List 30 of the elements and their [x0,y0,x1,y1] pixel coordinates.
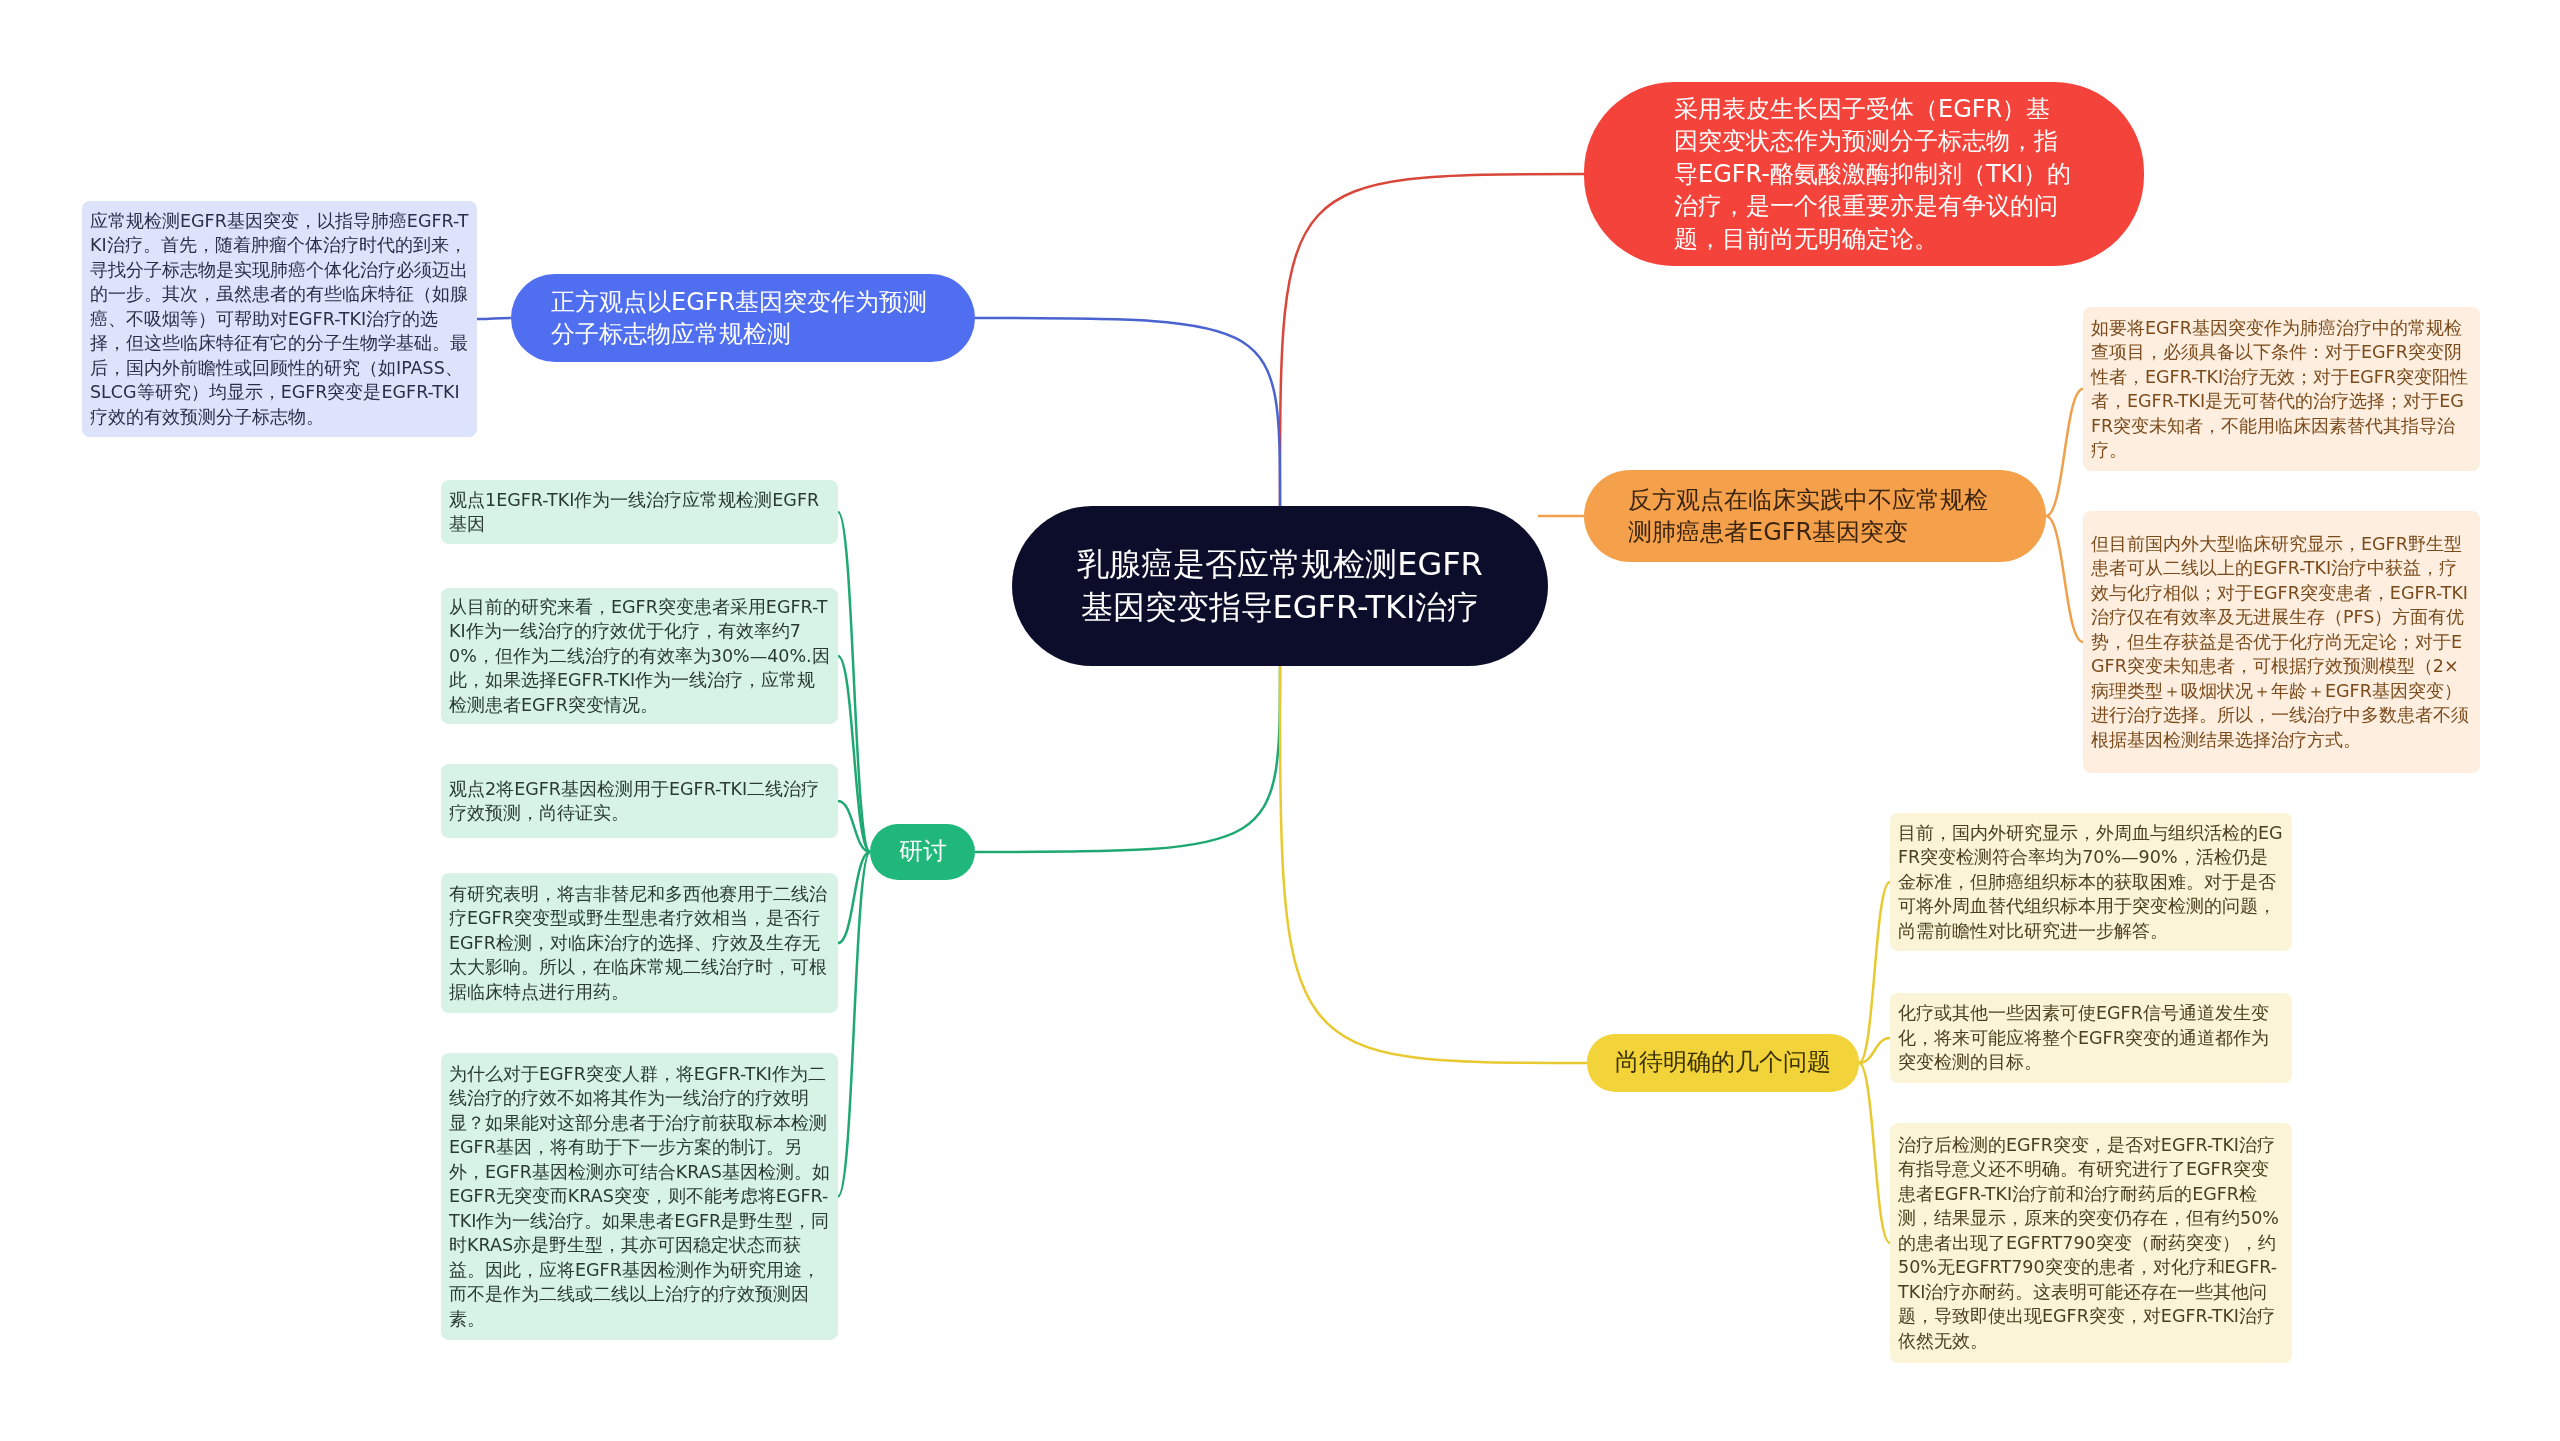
branch-pill: 反方观点在临床实践中不应常规检测肺癌患者EGFR基因突变 [1584,470,2046,562]
connector [1278,666,1587,1065]
note-card: 但目前国内外大型临床研究显示，EGFR野生型患者可从二线以上的EGFR-TKI治疗中获益，疗效与化疗相似；对于EGFR突变患者，EGFR-TKI治疗仅在有效率及无进展生存（PFS）方面有优势，但生存获益是否优于化疗尚无定论；对于EGFR突变未知患者，可根据疗效预测模型（2×病理类型＋吸烟状况＋年龄＋EGFR基因突变）进行治疗选择。所以，一线治疗中多数患者不须根据基因检测结果选择治疗方式。 [2083,511,2480,773]
connector [837,655,871,853]
connector [1858,1062,1891,1244]
branch-pill: 采用表皮生长因子受体（EGFR）基因突变状态作为预测分子标志物，指导EGFR-酪氨酸激酶抑制剂（TKI）的治疗，是一个很重要亦是有争议的问题，目前尚无明确定论。 [1584,82,2144,266]
connector [2045,514,2084,644]
note-card: 目前，国内外研究显示，外周血与组织活检的EGFR突变检测符合率均为70%—90%，活检仍是金标准，但肺癌组织标本的获取困难。对于是否可将外周血替代组织标本用于突变检测的问题，尚需前瞻性对比研究进一步解答。 [1890,813,2292,951]
branch-pill: 研讨 [870,824,975,880]
note-card: 观点2将EGFR基因检测用于EGFR-TKI二线治疗疗效预测，尚待证实。 [441,764,838,838]
topic-pill: 乳腺癌是否应常规检测EGFR基因突变指导EGFR-TKI治疗 [1012,506,1548,666]
connector [2045,387,2084,518]
note-card: 为什么对于EGFR突变人群，将EGFR-TKI作为二线治疗的疗效不如将其作为一线治疗的疗效明显？如果能对这部分患者于治疗前获取标本检测EGFR基因，将有助于下一步方案的制订。另外，EGFR基因检测亦可结合KRAS基因检测。如EGFR无突变而KRAS突变，则不能考虑将EGFR-TKI作为一线治疗。如果患者EGFR是野生型，同时KRAS亦是野生型，其亦可因稳定状态而获益。因此，应将EGFR基因检测作为研究用途，而不是作为二线或二线以上治疗的疗效预测因素。 [441,1053,838,1340]
note-card: 治疗后检测的EGFR突变，是否对EGFR-TKI治疗有指导意义还不明确。有研究进行了EGFR突变患者EGFR-TKI治疗前和治疗耐药后的EGFR检测，结果显示，原来的突变仍存在，但有约50%的患者出现了EGFRT790突变（耐药突变），约50%无EGFRT790突变的患者，对化疗和EGFR-TKI治疗亦耐药。这表明可能还存在一些其他问题，导致即使出现EGFR突变，对EGFR-TKI治疗依然无效。 [1890,1123,2292,1363]
connector [837,850,871,945]
connector [975,316,1282,506]
connector [836,851,872,1198]
connector [1858,881,1891,1064]
branch-pill: 尚待明确的几个问题 [1587,1034,1859,1092]
connector [836,511,872,853]
note-card: 观点1EGFR-TKI作为一线治疗应常规检测EGFR基因 [441,480,838,544]
note-card: 有研究表明，将吉非替尼和多西他赛用于二线治疗EGFR突变型或野生型患者疗效相当，是否行EGFR检测，对临床治疗的选择、疗效及生存无太大影响。所以，在临床常规二线治疗时，可根据临床特点进行用药。 [441,873,838,1013]
connector [1538,514,1584,518]
note-card: 化疗或其他一些因素可使EGFR信号通道发生变化，将来可能应将整个EGFR突变的通道都作为突变检测的目标。 [1890,993,2292,1083]
connector [837,799,871,854]
branch-pill: 正方观点以EGFR基因突变作为预测分子标志物应常规检测 [511,274,975,362]
note-card: 应常规检测EGFR基因突变，以指导肺癌EGFR-TKI治疗。首先，随着肿瘤个体治疗时代的到来，寻找分子标志物是实现肺癌个体化治疗必须迈出的一步。其次，虽然患者的有些临床特征（如腺癌、不吸烟等）可帮助对EGFR-TKI治疗的选择，但这些临床特征有它的分子生物学基础。最后，国内外前瞻性或回顾性的研究（如IPASS、SLCG等研究）均显示，EGFR突变是EGFR-TKI疗效的有效预测分子标志物。 [82,201,477,437]
note-card: 从目前的研究来看，EGFR突变患者采用EGFR-TKI作为一线治疗的疗效优于化疗，有效率约70%，但作为二线治疗的有效率为30%—40%.因此，如果选择EGFR-TKI作为一线治疗，应常规检测患者EGFR突变情况。 [441,588,838,724]
note-card: 如要将EGFR基因突变作为肺癌治疗中的常规检查项目，必须具备以下条件：对于EGFR突变阴性者，EGFR-TKI治疗无效；对于EGFR突变阳性者，EGFR-TKI是无可替代的治疗选择；对于EGFR突变未知者，不能用临床因素替代其指导治疗。 [2083,307,2480,471]
connector [477,316,511,321]
